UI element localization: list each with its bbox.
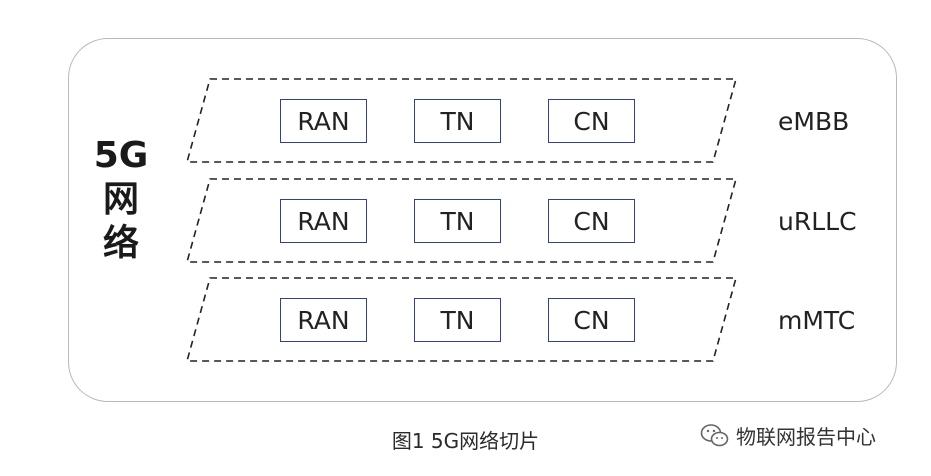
slice-2-name: uRLLC	[778, 207, 857, 236]
wechat-icon	[700, 423, 729, 446]
slice-frame-urllc	[185, 178, 738, 263]
network-label-line-3: 络	[102, 223, 139, 264]
watermark: 物联网报告中心	[700, 421, 876, 450]
watermark-text: 物联网报告中心	[736, 425, 876, 449]
slice-3-tn-box: TN	[414, 298, 501, 342]
network-label-line-1: 5G	[93, 135, 149, 176]
slice-3-ran-box: RAN	[280, 298, 367, 342]
slice-1-ran-box: RAN	[280, 99, 367, 143]
network-label-line-2: 网	[102, 179, 139, 220]
slice-2-tn-box: TN	[414, 199, 501, 243]
slice-frame-mmtc	[185, 277, 738, 362]
figure-caption: 图1 5G网络切片	[391, 429, 540, 453]
slice-2-ran-box: RAN	[280, 199, 367, 243]
slice-frame-embb	[185, 78, 738, 163]
network-label: 5G 网 络	[90, 134, 152, 266]
slice-1-name: eMBB	[778, 107, 850, 136]
slice-2-cn-box: CN	[548, 199, 635, 243]
slice-3-cn-box: CN	[548, 298, 635, 342]
slice-1-cn-box: CN	[548, 99, 635, 143]
slice-1-tn-box: TN	[414, 99, 501, 143]
slice-3-name: mMTC	[778, 306, 856, 335]
